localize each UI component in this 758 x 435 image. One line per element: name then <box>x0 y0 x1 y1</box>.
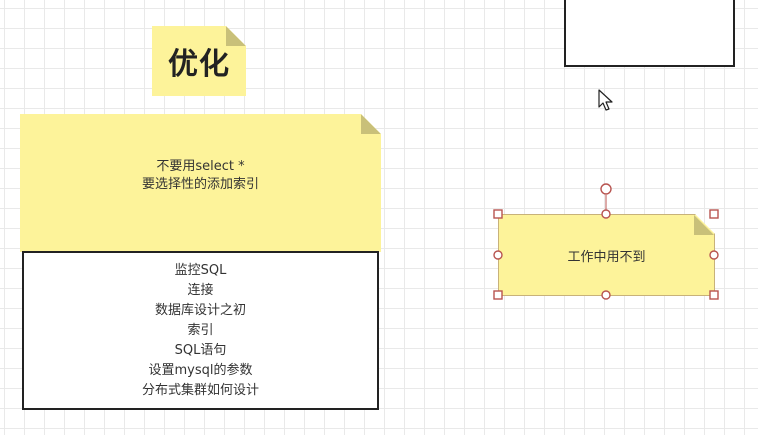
list-item: 分布式集群如何设计 <box>141 382 259 398</box>
resize-handle-top-right[interactable] <box>709 209 719 219</box>
list-item: 设置mysql的参数 <box>148 362 253 378</box>
note-fold-corner <box>361 114 381 134</box>
list-item: 索引 <box>187 322 214 338</box>
rotate-handle-icon[interactable] <box>600 183 612 195</box>
title-note[interactable]: 优化 <box>152 26 246 96</box>
list-item: 数据库设计之初 <box>154 302 246 318</box>
resize-handle-bottom-right[interactable] <box>709 290 719 300</box>
resize-handle-bottom-left[interactable] <box>493 290 503 300</box>
note-line: 要选择性的添加索引 <box>141 177 259 192</box>
list-item: 监控SQL <box>174 262 227 278</box>
selection-handles <box>493 183 719 300</box>
mouse-pointer-icon <box>598 89 613 111</box>
empty-rectangle-shape[interactable] <box>564 0 735 67</box>
resize-handle-top[interactable] <box>601 209 611 219</box>
optimization-list-box[interactable]: 监控SQL 连接 数据库设计之初 索引 SQL语句 设置mysql的参数 分布式… <box>22 251 379 410</box>
selected-note-text: 工作中用不到 <box>567 249 646 265</box>
list-item: SQL语句 <box>174 342 227 358</box>
title-note-text: 优化 <box>168 47 230 82</box>
resize-handle-left[interactable] <box>493 250 503 260</box>
resize-handle-right[interactable] <box>709 250 719 260</box>
note-fold-corner <box>226 26 246 46</box>
resize-handle-top-left[interactable] <box>493 209 503 219</box>
list-item: 连接 <box>187 282 214 298</box>
optimization-tips-note[interactable]: 不要用select * 要选择性的添加索引 <box>20 114 381 252</box>
note-line: 不要用select * <box>156 159 245 174</box>
resize-handle-bottom[interactable] <box>601 290 611 300</box>
